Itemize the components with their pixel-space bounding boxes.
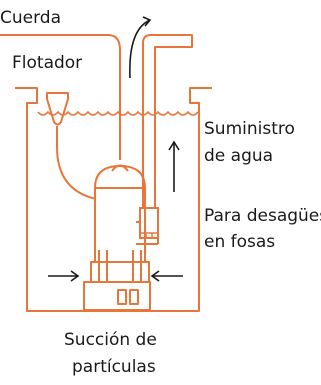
- rope: [0, 34, 121, 160]
- suction-label-line2: partículas: [72, 357, 156, 377]
- rope-label: Cuerda: [0, 8, 62, 28]
- drain-label-line2: en fosas: [204, 232, 276, 252]
- drain-label-line1: Para desagües: [204, 206, 321, 226]
- pump-body: [83, 164, 151, 311]
- float-cable: [56, 126, 97, 200]
- tank-outline: [15, 87, 212, 312]
- pump-outlet-pipe: [136, 221, 159, 245]
- flow-arrows: [48, 16, 183, 282]
- water-supply-label-line1: Suministro: [204, 119, 295, 139]
- float-label: Flotador: [12, 53, 83, 73]
- water-surface: [37, 110, 199, 116]
- suction-label-line1: Succión de: [64, 330, 157, 350]
- discharge-hose: [142, 34, 193, 208]
- water-supply-label-line2: de agua: [204, 146, 274, 166]
- float-switch: [46, 92, 69, 126]
- outlet-arrow-icon: [129, 19, 151, 79]
